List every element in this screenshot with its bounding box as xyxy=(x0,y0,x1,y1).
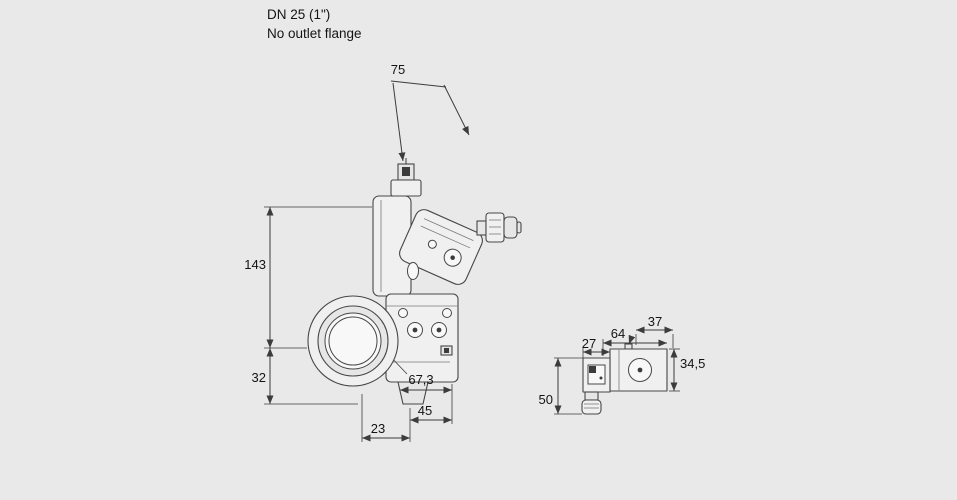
dimension-67-3: 67,3 xyxy=(400,372,453,424)
front-view-dimensions: 75 143 32 67,3 xyxy=(244,62,470,442)
dim-32-label: 32 xyxy=(252,370,266,385)
cable-gland xyxy=(476,212,522,243)
top-cap xyxy=(390,158,422,197)
side-terminal-box xyxy=(582,357,611,393)
inlet-flange xyxy=(307,295,399,387)
dimension-45: 45 xyxy=(409,403,452,442)
dim-23-label: 23 xyxy=(371,421,385,436)
dimension-27: 27 xyxy=(582,336,610,358)
solenoid-coil xyxy=(399,209,483,285)
dim-45-label: 45 xyxy=(418,403,432,418)
valve-size-label: DN 25 (1") xyxy=(267,7,331,22)
dim-143-label: 143 xyxy=(244,257,266,272)
dimension-143: 143 xyxy=(244,206,372,349)
dimension-32: 32 xyxy=(252,348,358,405)
side-cable-gland xyxy=(581,391,602,415)
dimension-23: 23 xyxy=(361,394,410,442)
dim-67-3-label: 67,3 xyxy=(408,372,433,387)
dimension-34-5: 34,5 xyxy=(669,348,705,392)
flange-note-label: No outlet flange xyxy=(267,26,362,41)
dim-34-5-label: 34,5 xyxy=(680,356,705,371)
side-view-dimensions: 37 64 27 34,5 xyxy=(539,314,705,415)
dimension-75: 75 xyxy=(391,62,470,162)
valve-front-view xyxy=(307,158,522,405)
side-coil-body xyxy=(609,343,668,392)
dimension-50: 50 xyxy=(539,357,583,415)
dim-50-label: 50 xyxy=(539,392,553,407)
dimension-64: 64 xyxy=(602,326,667,356)
actuator-oval-detail xyxy=(407,262,419,280)
dim-27-label: 27 xyxy=(582,336,596,351)
dim-64-label: 64 xyxy=(611,326,625,341)
solenoid-side-view xyxy=(581,343,668,415)
dim-37-label: 37 xyxy=(648,314,662,329)
dim-75-label: 75 xyxy=(391,62,405,77)
drawing-header: DN 25 (1") No outlet flange xyxy=(267,5,362,43)
